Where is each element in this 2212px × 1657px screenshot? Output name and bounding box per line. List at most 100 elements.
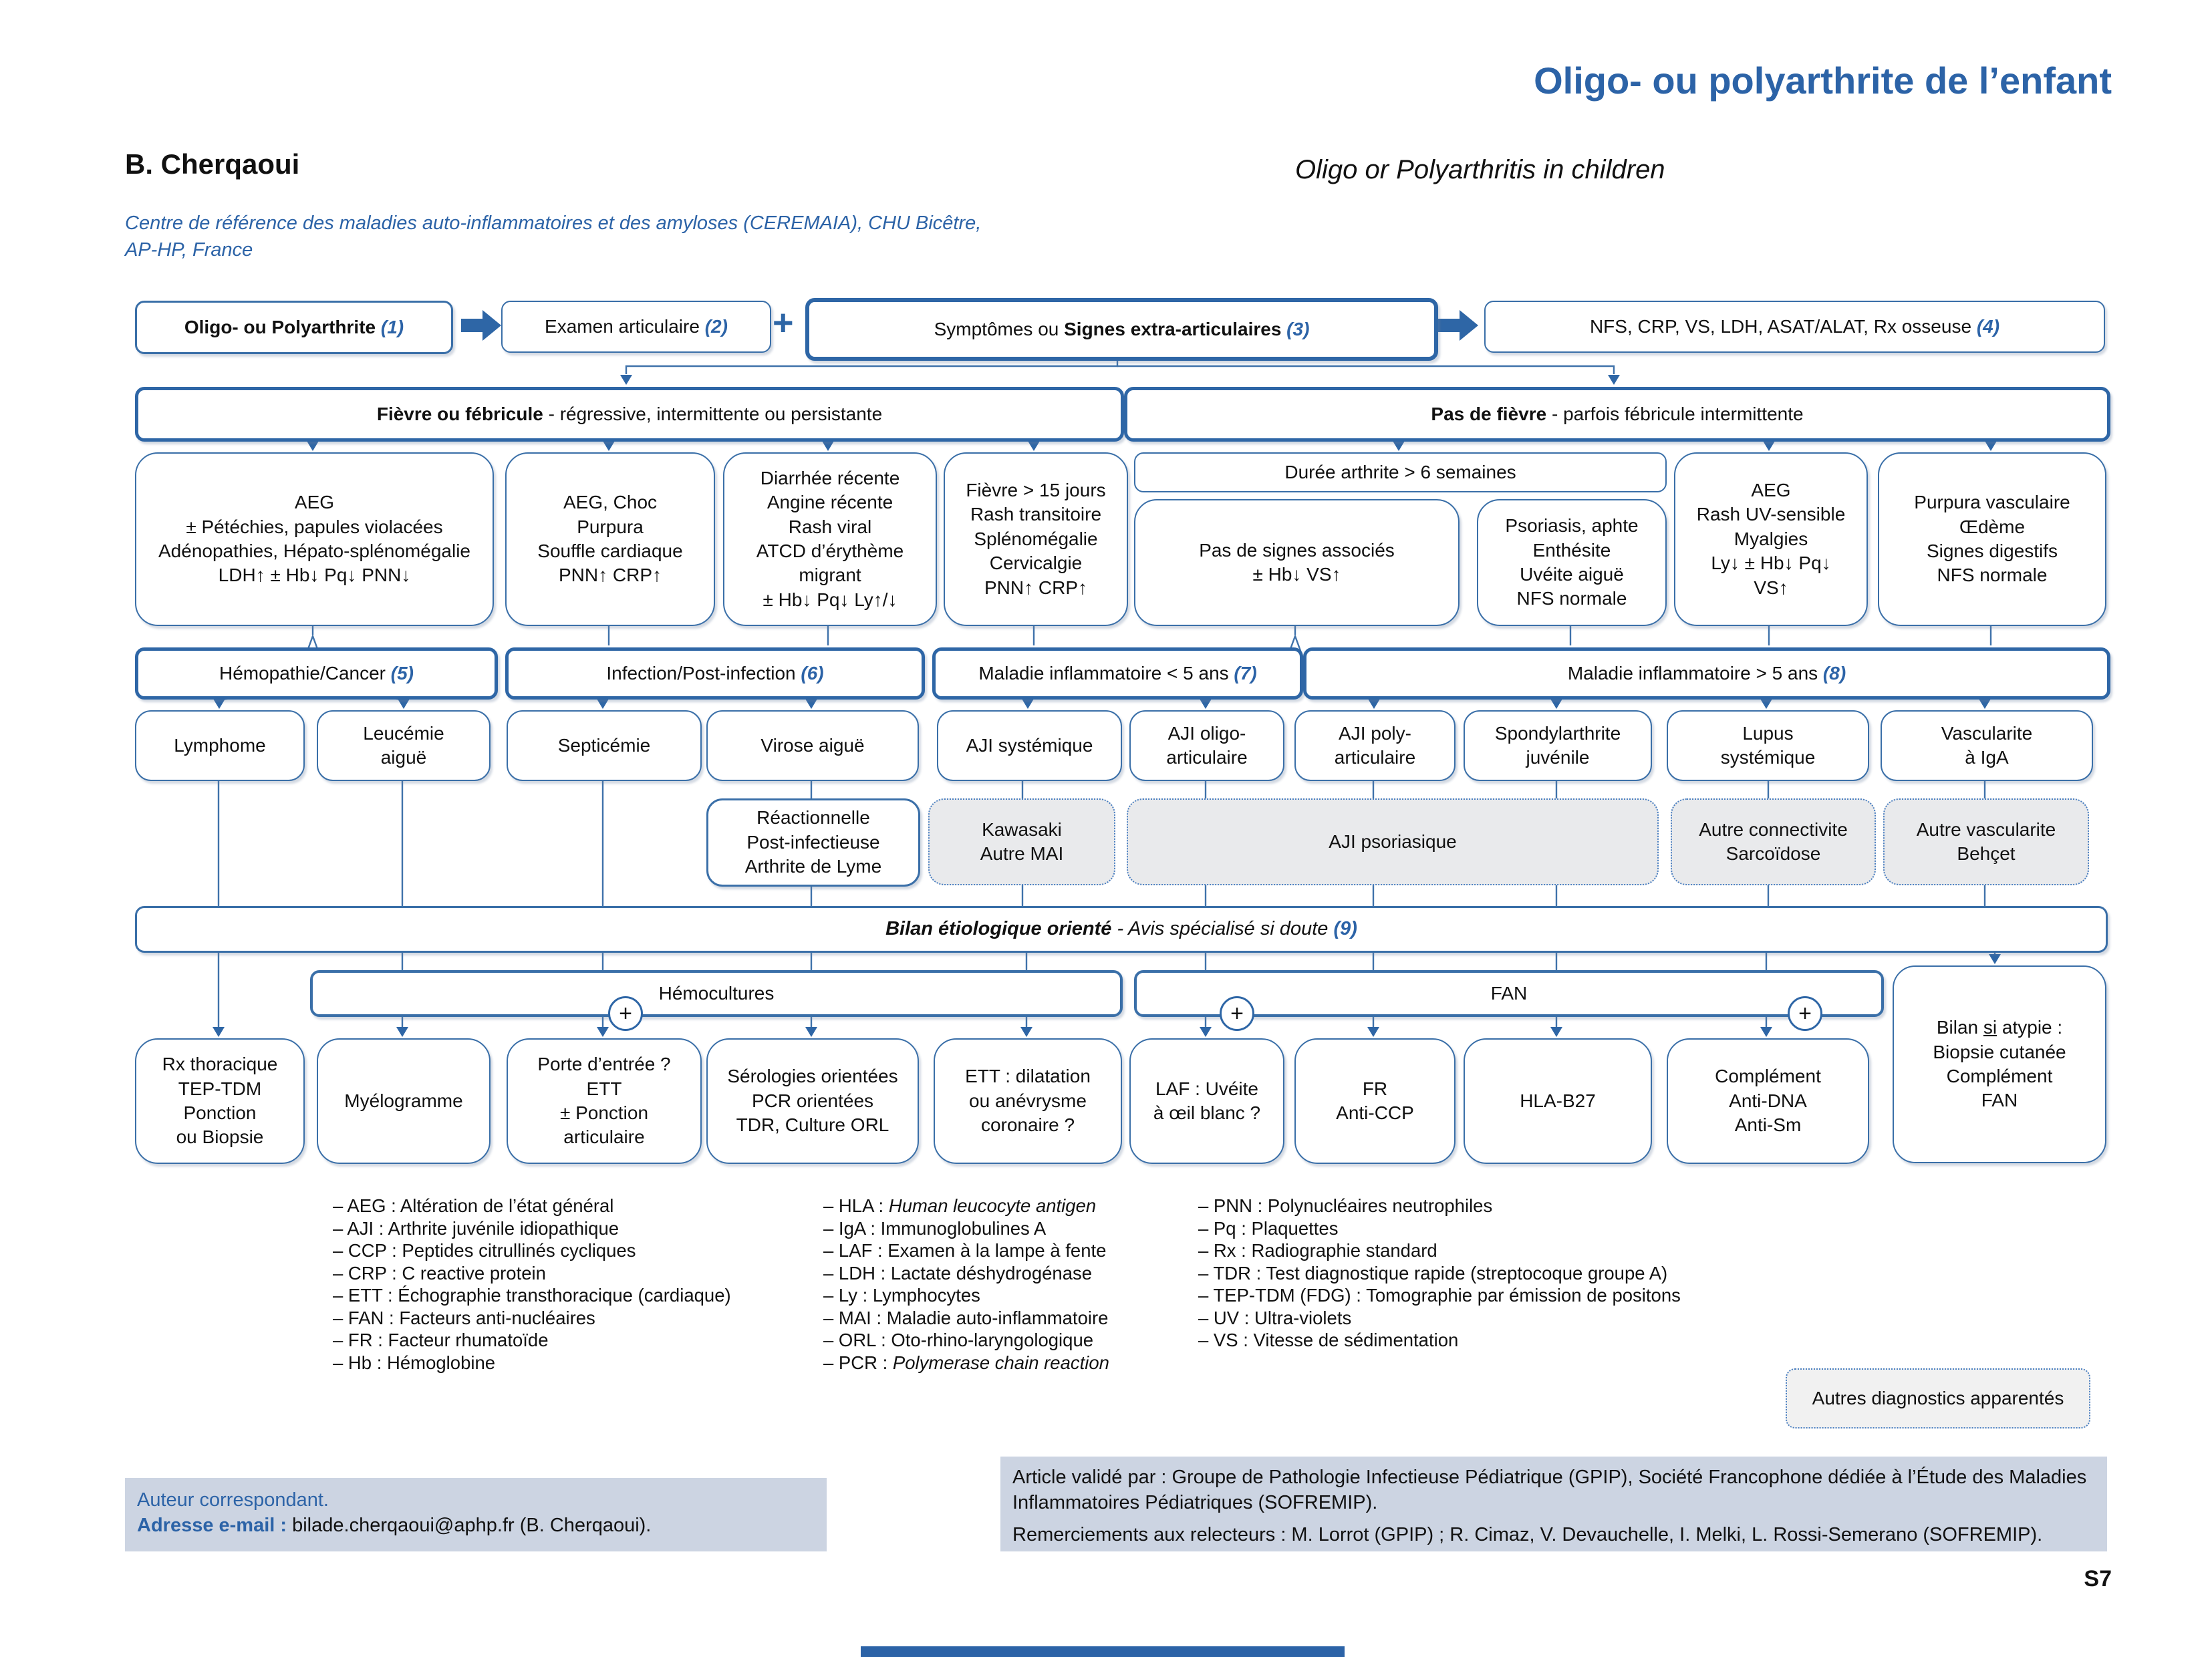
step1-number: (1) (380, 316, 404, 337)
step-symptomes-extra-articulaires: Symptômes ou Signes extra-articulaires (… (805, 298, 1438, 361)
plus-circle-fan-right: + (1788, 996, 1822, 1031)
fievre-bold: Fièvre ou fébricule (376, 403, 543, 424)
legend-item: – FAN : Facteurs anti-nucléaires (333, 1307, 595, 1328)
legend-item: – LAF : Examen à la lampe à fente (823, 1240, 1107, 1261)
diagnosis-vascularite-iga: Vascularite à IgA (1881, 710, 2093, 781)
legend-column-1: – AEG : Altération de l’état général– AJ… (333, 1195, 841, 1374)
bilan-etiologique-bar: Bilan étiologique orienté - Avis spécial… (135, 906, 2108, 953)
related-reactionnelle: Réactionnelle Post-infectieuse Arthrite … (706, 798, 920, 887)
symptoms-purpura-vasculaire: Purpura vasculaire Œdème Signes digestif… (1878, 452, 2106, 626)
category-inflammatoire-plus-5ans: Maladie inflammatoire > 5 ans (8) (1303, 647, 2110, 700)
plus-circle-fan-left: + (1220, 996, 1254, 1031)
legend-item: – MAI : Maladie auto-inflammatoire (823, 1307, 1109, 1328)
cat8-number: (8) (1822, 662, 1846, 684)
hemocultures-label: Hémocultures (658, 982, 775, 1004)
legend-item: – AEG : Altération de l’état général (333, 1195, 614, 1216)
diagnosis-septicemie: Septicémie (507, 710, 702, 781)
branch-pas-de-fievre: Pas de fièvre - parfois fébricule interm… (1124, 387, 2110, 442)
plus-glyph: + (1798, 1000, 1812, 1026)
fievre-rest: - régressive, intermittente ou persistan… (543, 403, 883, 424)
author-name: B. Cherqaoui (125, 148, 300, 180)
test-ett-coronaire: ETT : dilatation ou anévrysme coronaire … (934, 1038, 1122, 1164)
cat6-number: (6) (801, 662, 824, 684)
author-affiliation: Centre de référence des maladies auto-in… (125, 212, 982, 261)
bilan-bold: Bilan étiologique orienté (885, 918, 1112, 940)
symptoms-virose: Diarrhée récente Angine récente Rash vir… (723, 452, 937, 626)
legend-column-3: – PNN : Polynucléaires neutrophiles– Pq … (1198, 1195, 1719, 1352)
test-fr-anticcp: FR Anti-CCP (1294, 1038, 1456, 1164)
bilan-rest: - Avis spécialisé si doute (1111, 918, 1334, 940)
symptoms-aji-systemique: Fièvre > 15 jours Rash transitoire Splén… (944, 452, 1128, 626)
category-inflammatoire-moins-5ans: Maladie inflammatoire < 5 ans (7) (932, 647, 1303, 700)
atypie-post: atypie : (1997, 1017, 2063, 1038)
legend-item: – CCP : Peptides citrullinés cycliques (333, 1240, 636, 1261)
category-hemopathie-cancer: Hémopathie/Cancer (5) (135, 647, 498, 700)
legend-item: – UV : Ultra-violets (1198, 1307, 1352, 1328)
legend-item: – ORL : Oto-rhino-laryngologique (823, 1330, 1094, 1350)
step2-number: (2) (704, 315, 728, 337)
cat6-label: Infection/Post-infection (606, 662, 801, 684)
diagnosis-aji-systemique: AJI systémique (937, 710, 1122, 781)
legend-item: – AJI : Arthrite juvénile idiopathique (333, 1217, 619, 1239)
plus-circle-hemocultures: + (608, 996, 643, 1031)
legend-item: – HLA : Human leucocyte antigen (823, 1195, 1097, 1216)
correspondent-box: Auteur correspondant. Adresse e-mail : b… (125, 1478, 827, 1551)
test-hla-b27: HLA-B27 (1464, 1038, 1652, 1164)
bilan-number: (9) (1333, 918, 1357, 940)
step-bilan-biologique: NFS, CRP, VS, LDH, ASAT/ALAT, Rx osseuse… (1484, 301, 2105, 353)
plus-glyph: + (619, 1000, 632, 1026)
related-connectivite: Autre connectivite Sarcoïdose (1671, 798, 1876, 885)
symptoms-lupus: AEG Rash UV-sensible Myalgies Ly↓ ± Hb↓ … (1674, 452, 1868, 626)
test-serologies: Sérologies orientées PCR orientées TDR, … (706, 1038, 919, 1164)
step3-pre: Symptômes ou (934, 318, 1065, 339)
step3-number: (3) (1286, 318, 1310, 339)
pas-fievre-rest: - parfois fébricule intermittente (1546, 403, 1804, 424)
diagnosis-lymphome: Lymphome (135, 710, 305, 781)
pas-fievre-bold: Pas de fièvre (1431, 403, 1547, 424)
test-porte-entree: Porte d’entrée ? ETT ± Ponction articula… (507, 1038, 702, 1164)
step3-bold: Signes extra-articulaires (1064, 318, 1287, 339)
legend-item: – Rx : Radiographie standard (1198, 1240, 1437, 1261)
step4-label: NFS, CRP, VS, LDH, ASAT/ALAT, Rx osseuse (1589, 315, 1977, 337)
diagnosis-virose: Virose aiguë (706, 710, 919, 781)
diagnosis-spondylarthrite: Spondylarthrite juvénile (1464, 710, 1652, 781)
test-complement-dna: Complément Anti-DNA Anti-Sm (1667, 1038, 1869, 1164)
legend-item: – Pq : Plaquettes (1198, 1217, 1339, 1239)
plus-glyph: + (1230, 1000, 1244, 1026)
symptoms-psoriasis: Psoriasis, aphte Enthésite Uvéite aiguë … (1477, 499, 1667, 626)
page-number: S7 (2084, 1566, 2112, 1592)
category-infection: Infection/Post-infection (6) (505, 647, 925, 700)
atypie-pre: Bilan (1936, 1017, 1983, 1038)
bilan-si-atypie-box: Bilan si atypie : Biopsie cutanée Complé… (1893, 965, 2106, 1163)
legend-item: – TDR : Test diagnostique rapide (strept… (1198, 1262, 1668, 1284)
step4-number: (4) (1976, 315, 2000, 337)
cat8-label: Maladie inflammatoire > 5 ans (1567, 662, 1823, 684)
validation-box: Article validé par : Groupe de Pathologi… (1000, 1457, 2107, 1551)
atypie-underlined: si (1983, 1017, 1997, 1038)
test-rx-thoracique: Rx thoracique TEP-TDM Ponction ou Biopsi… (135, 1038, 305, 1164)
step2-label: Examen articulaire (545, 315, 705, 337)
subtitle-english: Oligo or Polyarthritis in children (1295, 155, 1665, 184)
legend-item: – FR : Facteur rhumatoïde (333, 1330, 549, 1350)
related-vascularite-behcet: Autre vascularite Behçet (1883, 798, 2089, 885)
autres-diagnostics-label: Autres diagnostics apparentés (1812, 1387, 2064, 1408)
duree-arthrite-bar: Durée arthrite > 6 semaines (1134, 452, 1667, 492)
legend-item: – PNN : Polynucléaires neutrophiles (1198, 1195, 1493, 1216)
symptoms-septicemie: AEG, Choc Purpura Souffle cardiaque PNN↑… (505, 452, 715, 626)
correspondent-label: Auteur correspondant. (137, 1489, 329, 1511)
legend-item: – CRP : C reactive protein (333, 1262, 546, 1284)
legend-item: – ETT : Échographie transthoracique (car… (333, 1285, 731, 1306)
related-aji-psoriasique: AJI psoriasique (1127, 798, 1659, 885)
test-laf-uveite: LAF : Uvéite à œil blanc ? (1129, 1038, 1284, 1164)
step-oligo-polyarthrite: Oligo- ou Polyarthrite (1) (135, 301, 453, 354)
fan-bar: FAN (1134, 970, 1884, 1017)
email-value[interactable]: bilade.cherqaoui@aphp.fr (B. Cherqaoui). (292, 1515, 652, 1537)
footer-accent-bar (861, 1646, 1345, 1657)
diagnosis-aji-oligo: AJI oligo- articulaire (1129, 710, 1284, 781)
branch-fievre: Fièvre ou fébricule - régressive, interm… (135, 387, 1124, 442)
step1-label: Oligo- ou Polyarthrite (184, 316, 381, 337)
atypie-lines: Biopsie cutanée Complément FAN (1933, 1041, 2066, 1111)
diagnosis-lupus: Lupus systémique (1667, 710, 1869, 781)
legend-item: – VS : Vitesse de sédimentation (1198, 1330, 1459, 1350)
